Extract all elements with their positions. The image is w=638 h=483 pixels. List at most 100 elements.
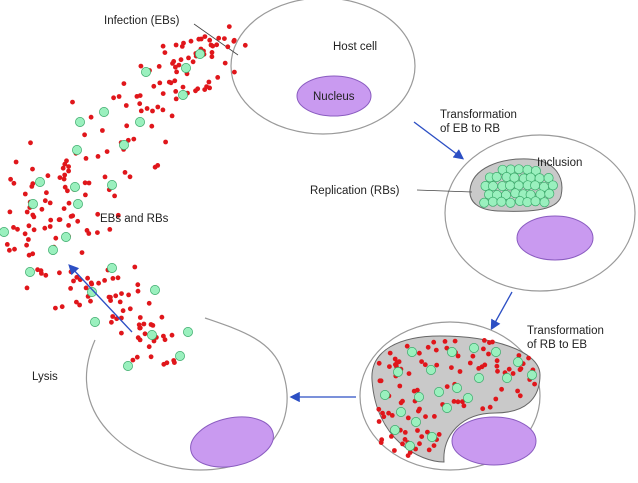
rb-particle [488,181,498,192]
eb-particle [376,419,382,424]
eb-particle [110,276,116,281]
eb-particle [415,428,420,433]
eb-particle [160,91,166,96]
eb-particle [155,104,161,110]
lysing-cell-nucleus [190,416,274,468]
eb-particle [86,231,92,236]
eb-particle [173,89,179,94]
eb-particle [146,344,152,350]
eb-particle [75,218,81,224]
eb-particle [53,235,59,241]
inclusion-label: Inclusion [537,157,582,169]
eb-particle [152,164,158,170]
eb-particle [79,250,85,256]
eb-particle [53,305,58,311]
eb-particle [378,378,384,384]
eb-particle [444,384,450,389]
eb-particle [417,350,422,356]
eb-particle [4,242,10,247]
rb-particle [513,164,524,175]
eb-particle [242,42,248,48]
eb-particle [57,270,62,276]
rb-particle [527,370,537,380]
infection-label: Infection (EBs) [104,15,180,27]
eb-particle [95,211,101,217]
rb-particle [147,330,157,340]
eb-particle [209,54,215,60]
eb-particle [100,128,105,133]
eb-particle [70,213,76,219]
eb-particle [127,306,133,312]
eb-particle [57,217,63,223]
eb-particle [186,55,191,61]
eb-particle [24,209,30,215]
eb-particle [389,434,394,439]
eb-particle [419,359,424,364]
eb-particle [30,166,35,172]
eb-particle [30,251,36,257]
eb-particle [190,59,196,65]
eb-particle [148,354,154,360]
eb-particle [457,369,463,374]
eb-particle [137,101,143,107]
eb-particle [137,325,143,331]
eb-particle [431,339,437,345]
rb-particle [509,172,520,183]
rb-particle [496,196,507,207]
rb-particle [505,197,516,208]
eb-particle [481,346,486,352]
eb-particle [95,230,100,236]
eb-particle [30,181,36,187]
eb-particle [74,299,79,305]
eb-particle [174,69,180,75]
eb-particle [62,172,68,178]
eb-particle [222,60,228,66]
eb-particle [214,42,220,48]
eb-particle [24,242,29,248]
eb-particle [506,366,512,372]
eb-particle [517,367,523,373]
eb-particle [380,410,385,416]
eb-particle [138,63,144,69]
eb-particle [486,351,491,357]
eb-particle [66,200,72,206]
eb-particle [398,400,404,406]
infection-leader-line [193,23,239,56]
eb-particle [225,44,231,50]
eb-particle [44,190,49,196]
eb-particle [452,338,458,344]
rb-particle [90,317,100,327]
eb-particle [173,96,179,102]
eb-particle [57,175,63,181]
eb-particle [137,315,143,320]
eb-particle [422,362,428,368]
eb-particle [109,319,114,325]
eb-particle [132,264,138,270]
eb-particle [149,123,155,129]
late-cell-nucleus [451,416,537,466]
eb-particle [68,286,73,291]
eb-particle [117,299,123,305]
eb-particle [86,180,92,186]
eb-particle [22,231,28,237]
eb-particle [419,434,425,439]
rb-particle [99,107,109,117]
rb-particle [181,63,191,73]
eb-particle [178,57,184,63]
transform-eb-rb-line1: Transformation [440,109,517,121]
eb-particle [207,37,213,43]
rb-particle [411,417,421,427]
eb-particle [433,347,439,353]
eb-particle [425,429,430,435]
eb-particle [173,64,178,70]
eb-particle [89,281,95,287]
eb-particle [12,246,17,252]
eb-particle [176,62,182,68]
rb-particle [35,177,45,187]
eb-particle [144,106,150,111]
rb-particle [543,173,554,183]
arrow-lysis-to-release [68,264,133,333]
inclusion-cell-nucleus [516,215,594,261]
eb-particle [13,159,19,165]
eb-particle [42,225,48,231]
